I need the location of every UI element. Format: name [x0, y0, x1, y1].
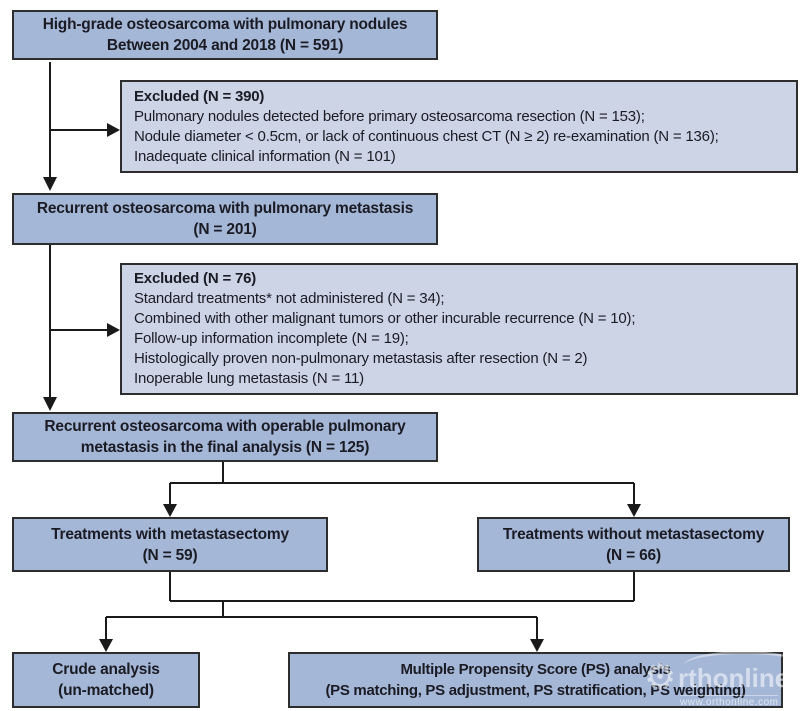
- node-final-analysis: Recurrent osteosarcoma with operable pul…: [12, 412, 438, 462]
- excluded-item: Inoperable lung metastasis (N = 11): [134, 370, 364, 387]
- arrow-down-icon: [627, 504, 641, 517]
- arrow-down-icon: [530, 639, 544, 652]
- node-ps-analysis: Multiple Propensity Score (PS) analysis …: [288, 652, 783, 708]
- node-text-line: (PS matching, PS adjustment, PS stratifi…: [325, 682, 746, 699]
- node-text-line: (N = 66): [606, 546, 661, 564]
- node-text-line: Multiple Propensity Score (PS) analysis: [400, 661, 671, 678]
- arrow-right-icon: [107, 323, 120, 337]
- arrow-down-icon: [99, 639, 113, 652]
- node-text-line: Crude analysis: [52, 661, 160, 678]
- node-text-line: Between 2004 and 2018 (N = 591): [106, 37, 344, 54]
- excluded-item: Combined with other malignant tumors or …: [134, 310, 636, 327]
- excluded-item: Pulmonary nodules detected before primar…: [134, 107, 645, 125]
- excluded-title: Excluded (N = 390): [134, 87, 265, 105]
- node-text-line: (N = 201): [193, 221, 257, 238]
- node-text-line: metastasis in the final analysis (N = 12…: [80, 439, 370, 456]
- node-excluded-2: Excluded (N = 76) Standard treatments* n…: [120, 263, 798, 395]
- node-crude-analysis: Crude analysis (un-matched): [12, 652, 200, 708]
- excluded-item: Follow-up information incomplete (N = 19…: [134, 330, 409, 347]
- arrowheads: [43, 123, 641, 652]
- node-treatments-with-metastasectomy: Treatments with metastasectomy (N = 59): [12, 517, 328, 572]
- node-text-line: Treatments without metastasectomy: [502, 525, 765, 543]
- excluded-item: Nodule diameter < 0.5cm, or lack of cont…: [134, 127, 719, 145]
- excluded-item: Standard treatments* not administered (N…: [134, 290, 445, 307]
- excluded-item: Histologically proven non-pulmonary meta…: [134, 350, 588, 367]
- excluded-item: Inadequate clinical information (N = 101…: [134, 147, 396, 165]
- node-recurrent-metastasis: Recurrent osteosarcoma with pulmonary me…: [12, 193, 438, 245]
- node-text-line: Recurrent osteosarcoma with pulmonary me…: [36, 200, 414, 217]
- arrow-down-icon: [43, 397, 57, 411]
- node-enrollment: High-grade osteosarcoma with pulmonary n…: [12, 10, 438, 60]
- node-treatments-without-metastasectomy: Treatments without metastasectomy (N = 6…: [477, 517, 790, 572]
- node-text-line: High-grade osteosarcoma with pulmonary n…: [42, 16, 408, 33]
- node-excluded-1: Excluded (N = 390) Pulmonary nodules det…: [120, 80, 798, 173]
- arrow-right-icon: [107, 123, 120, 137]
- connector-lines: [49, 62, 635, 640]
- node-text-line: (un-matched): [58, 682, 154, 699]
- excluded-title: Excluded (N = 76): [134, 270, 257, 287]
- arrow-down-icon: [163, 504, 177, 517]
- node-text-line: Treatments with metastasectomy: [51, 525, 289, 543]
- arrow-down-icon: [43, 177, 57, 191]
- node-text-line: Recurrent osteosarcoma with operable pul…: [44, 418, 406, 435]
- node-text-line: (N = 59): [142, 546, 198, 564]
